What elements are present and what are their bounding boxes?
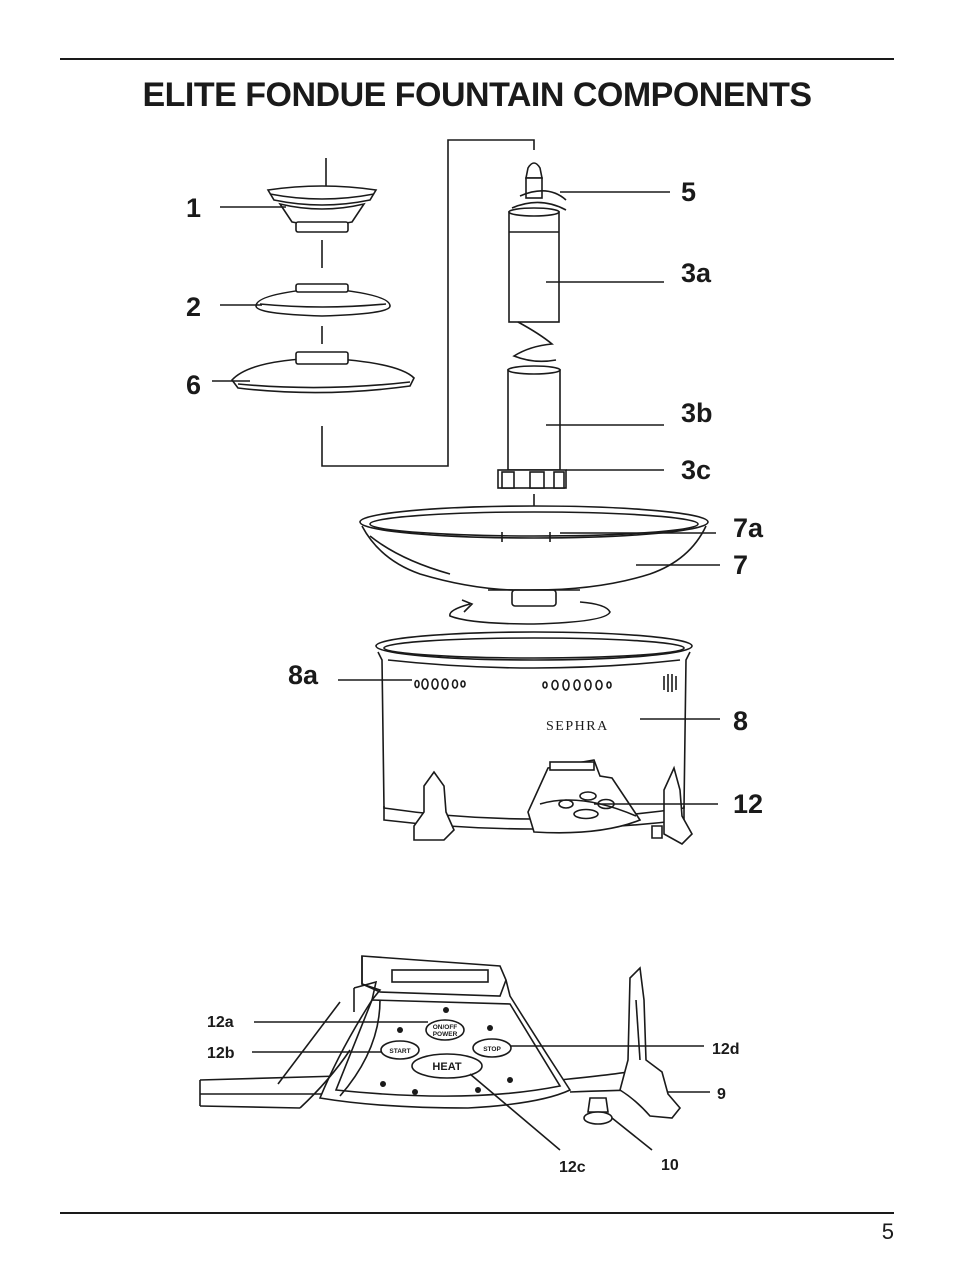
- assembly-bracket-line: [321, 139, 535, 467]
- callout-5: 5: [681, 177, 696, 207]
- start-label: START: [389, 1048, 410, 1055]
- stop-label: STOP: [483, 1046, 501, 1053]
- part-8-base: [375, 631, 693, 845]
- part-3a-upper-tube: [508, 207, 560, 363]
- on-off-label-line1: ON/OFF: [433, 1024, 458, 1031]
- callout-9: 9: [717, 1086, 726, 1103]
- part-1-crown: [266, 158, 378, 268]
- callout-12: 12: [733, 789, 763, 819]
- on-off-label-line2: POWER: [433, 1031, 458, 1038]
- callout-3b: 3b: [681, 398, 713, 428]
- part-5-auger-top: [511, 162, 567, 211]
- callout-1: 1: [186, 193, 201, 223]
- callout-12a: 12a: [207, 1014, 234, 1031]
- leader-lines: [212, 191, 720, 805]
- control-panel-closeup: [199, 955, 710, 1151]
- callout-7: 7: [733, 550, 748, 580]
- part-3c-tube-base: [497, 469, 567, 530]
- callout-8: 8: [733, 706, 748, 736]
- brand-logo: SEPHRA: [546, 719, 609, 734]
- callout-12d: 12d: [712, 1041, 740, 1058]
- callout-6: 6: [186, 370, 201, 400]
- callout-7a: 7a: [733, 513, 764, 543]
- callout-3c: 3c: [681, 455, 711, 485]
- callout-8a: 8a: [288, 660, 319, 690]
- part-2-disc: [255, 283, 391, 344]
- part-6-large-disc: [230, 351, 415, 394]
- heat-label: HEAT: [432, 1061, 461, 1073]
- part-3b-lower-tube: [507, 365, 561, 471]
- callout-12b: 12b: [207, 1045, 235, 1062]
- callout-2: 2: [186, 292, 201, 322]
- top-rule: [60, 58, 894, 60]
- page-title: ELITE FONDUE FOUNTAIN COMPONENTS: [142, 76, 812, 114]
- callout-3a: 3a: [681, 258, 712, 288]
- bottom-rule: [60, 1212, 894, 1214]
- callout-12c: 12c: [559, 1159, 586, 1176]
- part-7-bowl: [359, 505, 709, 625]
- page-number: 5: [881, 1219, 894, 1244]
- callout-10: 10: [661, 1157, 679, 1174]
